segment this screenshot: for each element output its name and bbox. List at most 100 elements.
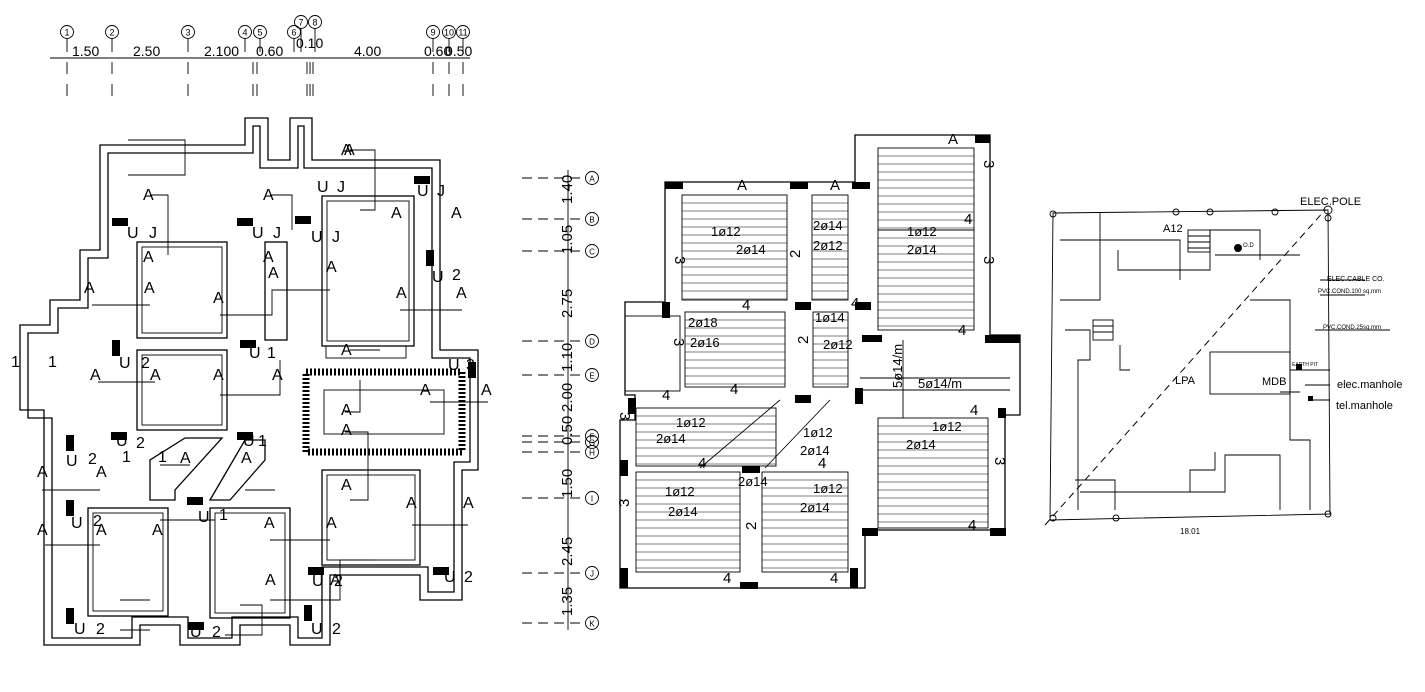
dist-3: 3 bbox=[980, 160, 997, 168]
rebar-1012: 1ø12 bbox=[932, 419, 962, 434]
tag-u: U bbox=[243, 433, 255, 450]
tag-u: U bbox=[252, 225, 264, 242]
slab-panel-11 bbox=[624, 315, 681, 392]
tag-u: U bbox=[444, 569, 456, 586]
tag-1: 1 bbox=[258, 433, 267, 450]
tag-a: A bbox=[143, 187, 154, 204]
dist-4: 4 bbox=[968, 517, 976, 534]
row-bubble bbox=[585, 435, 599, 449]
earth-pit-label: EARTH PIT bbox=[1292, 362, 1318, 368]
column-bubble-label: 4 bbox=[242, 28, 247, 38]
tag-2: 2 bbox=[212, 624, 221, 641]
room-2 bbox=[136, 349, 228, 431]
footing-tags: A A A A A A A A A A A A A A A A A A A A … bbox=[11, 142, 492, 641]
slab-plan: A A A 1ø12 2ø14 2ø14 2ø12 1ø12 2ø14 1ø14… bbox=[616, 131, 1021, 589]
row-bubble bbox=[585, 429, 599, 443]
room-1 bbox=[136, 241, 228, 339]
tag-j: J bbox=[437, 183, 445, 200]
tag-u: U bbox=[312, 573, 324, 590]
row-dim-5: 2.00 bbox=[559, 383, 576, 412]
tag-a: A bbox=[463, 495, 474, 512]
tag-u: U bbox=[311, 229, 323, 246]
row-bubble-label: B bbox=[589, 216, 594, 225]
tag-2: 2 bbox=[136, 435, 145, 452]
tag-j: J bbox=[332, 229, 340, 246]
slab-panel-3 bbox=[877, 147, 975, 231]
column-bubble bbox=[456, 25, 470, 39]
tag-a: A bbox=[341, 477, 352, 494]
room-7 bbox=[209, 507, 291, 619]
tag-a: A bbox=[344, 142, 355, 159]
tag-u: U bbox=[127, 225, 139, 242]
row-bubble-label: K bbox=[589, 620, 595, 629]
row-bubble bbox=[585, 212, 599, 226]
rebar-2016: 2ø16 bbox=[690, 335, 720, 350]
foundation-plan: A A A A A A A A A A A A A A A A A A A A … bbox=[11, 117, 492, 646]
tag-a: A bbox=[341, 422, 352, 439]
column-bubble bbox=[253, 25, 267, 39]
column-bubble-label: 7 bbox=[298, 18, 303, 28]
dist-3: 3 bbox=[616, 412, 633, 420]
site-diagonal bbox=[1044, 209, 1326, 526]
dist-3: 3 bbox=[616, 499, 633, 507]
tag-1: 1 bbox=[48, 354, 57, 371]
tag-a: A bbox=[326, 259, 337, 276]
tag-a: A bbox=[451, 205, 462, 222]
col-dim-8: 0.50 bbox=[445, 43, 472, 59]
rebar-1012: 1ø12 bbox=[711, 224, 741, 239]
row-bubble-label: H bbox=[589, 449, 595, 458]
room-5 bbox=[321, 469, 421, 566]
row-bubble bbox=[585, 244, 599, 258]
row-bubble bbox=[585, 368, 599, 382]
col-dim-6: 4.00 bbox=[354, 43, 381, 59]
mdb-label: MDB bbox=[1262, 376, 1286, 388]
dist-2: 2 bbox=[795, 336, 812, 344]
rebar-2018: 2ø18 bbox=[688, 315, 718, 330]
tag-u: U bbox=[198, 509, 210, 526]
tag-1: 1 bbox=[11, 354, 20, 371]
column-bubble-label: 3 bbox=[185, 28, 190, 38]
foundation-inner-wall bbox=[27, 125, 471, 639]
tag-3: 3 bbox=[466, 357, 475, 374]
room-3 bbox=[264, 241, 288, 341]
rebar-2014: 2ø14 bbox=[668, 504, 698, 519]
tag-j: J bbox=[337, 179, 345, 196]
tag-2: 2 bbox=[332, 621, 341, 638]
dist-3: 3 bbox=[980, 256, 997, 264]
rebar-1012: 1ø12 bbox=[907, 224, 937, 239]
row-dim-6: 0.50 bbox=[559, 416, 576, 445]
column-bubble-label: 8 bbox=[312, 18, 317, 28]
tag-a: A bbox=[326, 515, 337, 532]
tag-a: A bbox=[330, 572, 341, 589]
elec-pole-icon bbox=[1323, 205, 1333, 215]
tag-a: A bbox=[341, 342, 352, 359]
tag-a: A bbox=[406, 495, 417, 512]
col-dim-2: 2.50 bbox=[133, 43, 160, 59]
tag-2: 2 bbox=[141, 355, 150, 372]
column-bubble-label: 2 bbox=[109, 28, 114, 38]
slab-rebar-lines bbox=[636, 155, 988, 569]
tag-u: U bbox=[71, 515, 83, 532]
tag-2: 2 bbox=[452, 267, 461, 284]
tag-u: U bbox=[317, 179, 329, 196]
rebar-2012: 2ø12 bbox=[813, 238, 843, 253]
dist-4: 4 bbox=[730, 381, 738, 398]
column-bubble-label: 1 bbox=[64, 28, 69, 38]
row-dim-8: 2.45 bbox=[559, 537, 576, 566]
tag-u: U bbox=[448, 357, 460, 374]
slab-label-a: A bbox=[830, 177, 840, 194]
tag-2: 2 bbox=[88, 451, 97, 468]
tag-u: U bbox=[417, 183, 429, 200]
tag-2: 2 bbox=[464, 569, 473, 586]
row-bubble-label: I bbox=[591, 495, 593, 504]
dist-4: 4 bbox=[742, 297, 750, 314]
room-6 bbox=[87, 507, 169, 617]
tag-a: A bbox=[396, 285, 407, 302]
tag-1: 1 bbox=[219, 507, 228, 524]
tag-a: A bbox=[96, 522, 107, 539]
row-dim-7: 1.50 bbox=[559, 469, 576, 498]
tag-a: A bbox=[481, 382, 492, 399]
tag-j: J bbox=[149, 225, 157, 242]
